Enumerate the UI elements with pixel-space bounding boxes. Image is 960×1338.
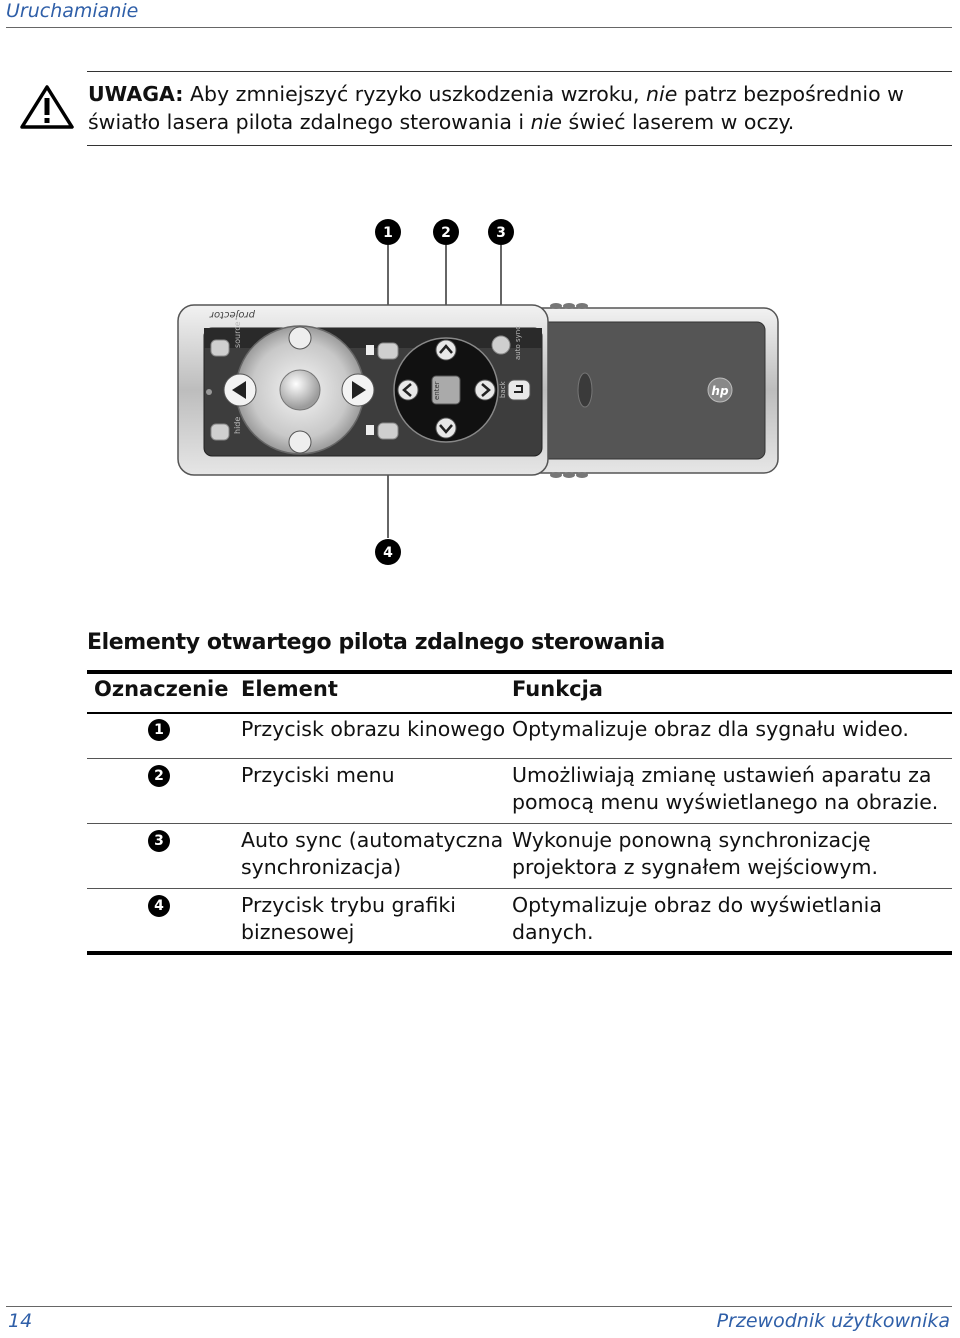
row-function-line: pomocą menu wyświetlanego na obrazie. — [512, 790, 939, 814]
row-element-line: biznesowej — [241, 920, 355, 944]
header-element: Element — [241, 677, 338, 701]
cinema-icon — [366, 345, 374, 355]
back-button — [507, 379, 531, 401]
row-divider — [87, 823, 952, 824]
row-divider — [87, 888, 952, 889]
header-function: Funkcja — [512, 677, 603, 701]
source-button — [210, 339, 230, 357]
enter-button — [431, 375, 461, 405]
svg-text:4: 4 — [383, 545, 393, 561]
svg-text:1: 1 — [383, 225, 393, 241]
mouse-up-icon — [288, 326, 312, 350]
warning-text: UWAGA: Aby zmniejszyć ryzyko uszkodzenia… — [88, 80, 928, 136]
dial-center-button — [279, 369, 321, 411]
table-title: Elementy otwartego pilota zdalnego stero… — [87, 630, 665, 655]
business-icon — [366, 425, 374, 435]
warning-top-rule — [87, 71, 952, 72]
footer-rule — [6, 1306, 952, 1307]
hide-button — [210, 423, 230, 441]
menu-up-icon — [439, 344, 453, 354]
menu-left-icon — [402, 383, 412, 397]
row-function-line: Wykonuje ponowną synchronizację — [512, 828, 871, 852]
callout-number-badge: 1 — [148, 719, 170, 741]
table-bottom-rule — [87, 951, 952, 955]
svg-text:2: 2 — [441, 225, 451, 241]
row-element-line: synchronizacja) — [241, 855, 402, 879]
warning-text-part: świeć laserem w oczy. — [561, 110, 795, 134]
remote-elements-table: Oznaczenie Element Funkcja 1 Przycisk ob… — [87, 670, 952, 955]
row-element-line: Przycisk trybu grafiki — [241, 893, 456, 917]
callout-number-badge: 3 — [148, 830, 170, 852]
table-row: 4 Przycisk trybu grafiki biznesowej Opty… — [87, 889, 952, 951]
svg-text:auto sync: auto sync — [514, 326, 522, 360]
auto-sync-button — [491, 335, 511, 355]
header-rule — [6, 27, 952, 28]
warning-label: UWAGA: — [88, 82, 184, 106]
warning-text-part: patrz bezpośrednio w światło lasera pilo… — [88, 82, 904, 134]
row-element: Przyciski menu — [241, 763, 395, 787]
row-element-line: Auto sync (automatyczna — [241, 828, 504, 852]
svg-text:back: back — [499, 380, 507, 398]
row-function-line: Optymalizuje obraz do wyświetlania — [512, 893, 882, 917]
table-top-rule — [87, 670, 952, 674]
remote-control-figure: 1 2 3 4 hp projector source hide enter — [177, 219, 779, 565]
warning-triangle-icon — [20, 85, 74, 129]
menu-down-icon — [439, 424, 453, 434]
row-function: Optymalizuje obraz dla sygnału wideo. — [512, 717, 909, 741]
business-mode-button — [377, 422, 399, 440]
callout-3: 3 — [488, 219, 514, 245]
svg-text:source: source — [233, 321, 242, 348]
header-designation: Oznaczenie — [94, 677, 229, 701]
warning-text-part: Aby zmniejszyć ryzyko uszkodzenia wzroku… — [183, 82, 647, 106]
table-row: 3 Auto sync (automatyczna synchronizacja… — [87, 824, 952, 888]
svg-text:hide: hide — [233, 417, 242, 434]
mouse-down-icon — [288, 430, 312, 454]
callout-4: 4 — [375, 539, 401, 565]
svg-text:enter: enter — [433, 381, 441, 400]
svg-text:3: 3 — [496, 225, 506, 241]
callout-2: 2 — [433, 219, 459, 245]
header-bottom-rule — [87, 712, 952, 714]
row-function-line: danych. — [512, 920, 594, 944]
cinema-mode-button — [377, 342, 399, 360]
svg-text:hp: hp — [711, 384, 729, 398]
header-section-title: Uruchamianie — [6, 0, 139, 22]
table-row: 1 Przycisk obrazu kinowego Optymalizuje … — [87, 714, 952, 758]
hp-logo-icon — [707, 377, 733, 403]
row-element: Przycisk obrazu kinowego — [241, 717, 506, 741]
page-number: 14 — [8, 1310, 33, 1332]
right-arrow-icon — [352, 381, 366, 399]
callout-number-badge: 4 — [148, 895, 170, 917]
callout-1: 1 — [375, 219, 401, 245]
callout-number-badge: 2 — [148, 765, 170, 787]
warning-bottom-rule — [87, 145, 952, 146]
svg-text:projector: projector — [209, 309, 256, 320]
warning-emphasis: nie — [646, 82, 678, 106]
row-function-line: projektora z sygnałem wejściowym. — [512, 855, 879, 879]
table-header-row: Oznaczenie Element Funkcja — [87, 674, 952, 712]
row-function-line: Umożliwiają zmianę ustawień aparatu za — [512, 763, 932, 787]
footer-title: Przewodnik użytkownika — [716, 1310, 950, 1332]
left-arrow-icon — [232, 381, 246, 399]
row-divider — [87, 758, 952, 759]
menu-right-icon — [481, 383, 491, 397]
warning-emphasis: nie — [530, 110, 562, 134]
table-row: 2 Przyciski menu Umożliwiają zmianę usta… — [87, 759, 952, 823]
back-arrow-icon — [514, 385, 523, 393]
